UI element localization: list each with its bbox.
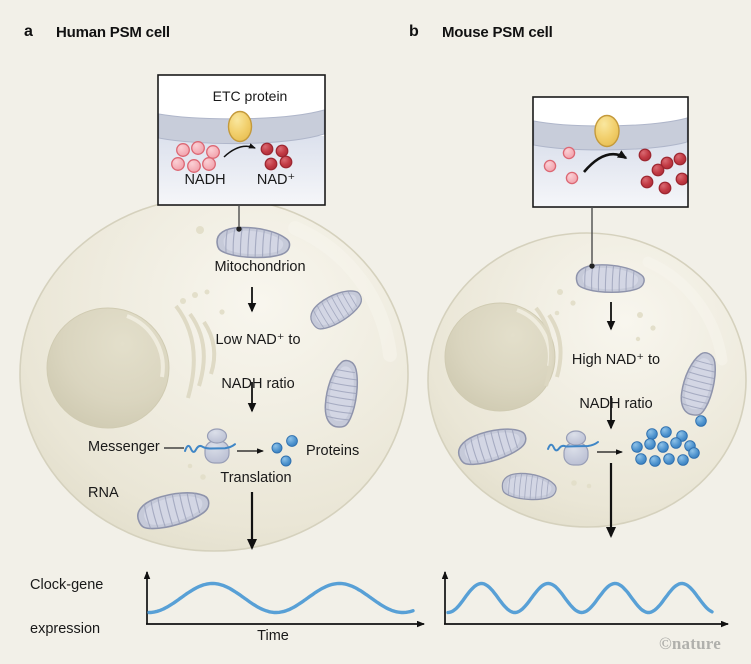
wave-a <box>147 581 415 615</box>
mitochondrion-label: Mitochondrion <box>214 259 306 275</box>
cell-a-er-arcs <box>174 304 217 399</box>
nadh-dots-icon <box>543 146 579 185</box>
ribosome-icon <box>563 430 589 466</box>
ribosome-icon <box>204 428 230 464</box>
protein-dots-icon <box>631 415 707 467</box>
panel-a-letter: a <box>24 23 33 40</box>
etc-box-a <box>157 74 326 206</box>
protein-dots-icon <box>271 435 298 467</box>
flow-a <box>164 205 298 550</box>
translation-label: Translation <box>220 470 292 486</box>
etc-box-b <box>532 96 689 208</box>
high-ratio-line1: High NAD⁺ to <box>571 352 661 368</box>
nadh-label: NADH <box>184 172 226 188</box>
etc-protein-label: ETC protein <box>212 88 288 104</box>
flow-b <box>547 207 707 538</box>
nadh-dots-icon <box>171 141 220 173</box>
cell-a-specks <box>180 226 225 480</box>
mrna-icon <box>547 441 599 452</box>
cell-a-highlight <box>288 221 397 362</box>
nature-watermark: ©nature <box>659 634 721 653</box>
nad-dots-icon <box>638 148 689 195</box>
low-ratio-line1: Low NAD⁺ to <box>215 332 301 348</box>
cell-b-er-arcs <box>534 306 563 387</box>
cell-a-nucleus <box>46 307 170 429</box>
high-ratio-line2: NADH ratio <box>579 396 653 412</box>
time-label: Time <box>257 628 289 644</box>
messenger-line: Messenger <box>88 439 160 455</box>
cell-b <box>427 232 747 528</box>
low-ratio-label: Low NAD⁺ to NADH ratio <box>215 329 300 395</box>
messenger-rna-label: Messenger RNA <box>88 436 160 505</box>
cell-b-specks <box>554 289 656 489</box>
cell-a <box>19 196 409 552</box>
panel-a-title: Human PSM cell <box>56 24 170 41</box>
panel-b-letter: b <box>409 23 419 40</box>
wave-b <box>446 581 714 615</box>
cell-b-nucleus <box>444 302 556 412</box>
high-ratio-label: High NAD⁺ to NADH ratio <box>572 349 660 415</box>
mrna-icon <box>184 443 236 453</box>
proteins-label: Proteins <box>306 443 360 459</box>
conversion-arrow <box>583 150 628 173</box>
nad-dots-icon <box>260 142 293 171</box>
cell-b-highlight <box>642 256 728 366</box>
graph-a <box>143 571 425 628</box>
clock-gene-line2: expression <box>30 621 101 637</box>
connector-dot <box>236 226 242 232</box>
etc-protein-icon <box>227 110 253 143</box>
nad-label: NAD⁺ <box>256 172 296 188</box>
graph-b <box>441 571 729 628</box>
conversion-arrow <box>223 143 256 158</box>
rna-line: RNA <box>88 485 119 501</box>
connector-dot <box>589 263 595 269</box>
low-ratio-line2: NADH ratio <box>221 376 295 392</box>
clock-gene-label: Clock-gene expression <box>30 574 103 640</box>
clock-gene-line1: Clock-gene <box>30 577 104 593</box>
nucleus-a-highlight <box>126 314 165 378</box>
panel-b-title: Mouse PSM cell <box>442 24 553 41</box>
etc-protein-icon <box>594 114 620 148</box>
